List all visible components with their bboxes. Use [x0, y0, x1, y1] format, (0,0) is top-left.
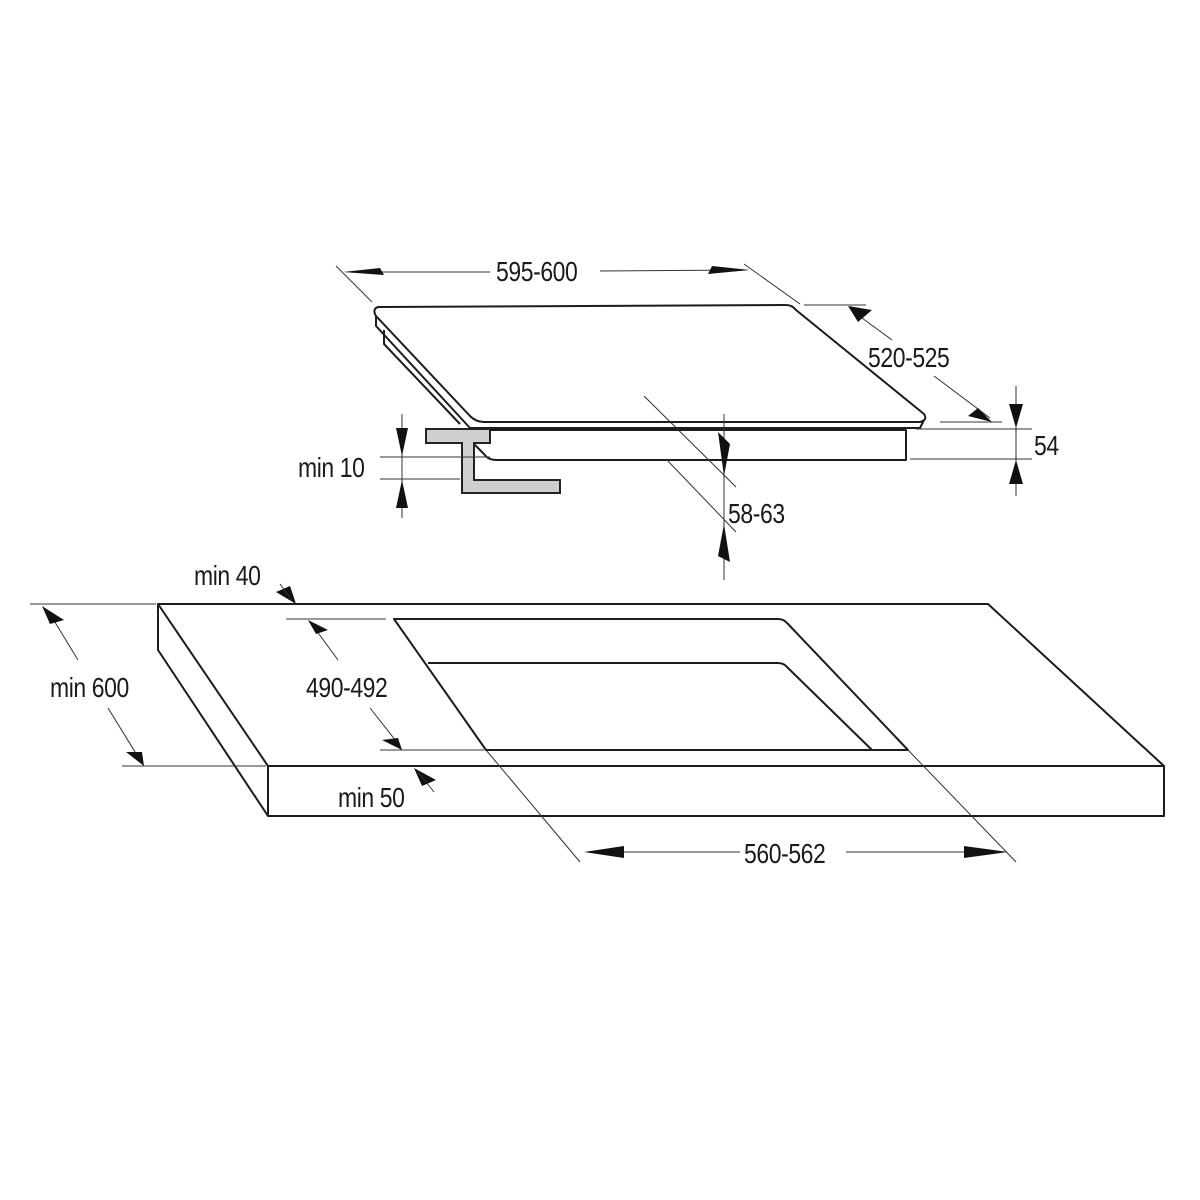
- dimension-560-562: [485, 749, 1017, 863]
- dimension-54: [910, 386, 1032, 496]
- dimension-min-40: [276, 583, 296, 604]
- label-hob-width: 595-600: [496, 256, 578, 287]
- dimension-min-10: [380, 414, 490, 518]
- dimension-520-525: [804, 304, 1002, 423]
- label-cutout-width: 560-562: [744, 838, 826, 869]
- label-hob-height: 54: [1034, 430, 1059, 461]
- label-clearance: 58-63: [728, 498, 785, 529]
- label-cutout-depth: 490-492: [306, 672, 388, 703]
- label-bracket-gap: min 10: [298, 452, 365, 483]
- dimension-490-492: [286, 618, 484, 751]
- label-hob-depth: 520-525: [868, 342, 950, 373]
- dimension-58-63: [643, 395, 737, 580]
- mounting-bracket: [425, 428, 561, 494]
- label-front-edge-distance: min 40: [194, 560, 261, 591]
- dimension-min-600: [30, 603, 266, 767]
- worktop-drawing: [157, 603, 1165, 817]
- hob-drawing: [373, 304, 927, 461]
- dimension-595-600: [335, 263, 801, 305]
- label-worktop-depth: min 600: [50, 672, 129, 703]
- label-rear-edge-distance: min 50: [338, 782, 405, 813]
- dimension-min-50: [414, 768, 436, 793]
